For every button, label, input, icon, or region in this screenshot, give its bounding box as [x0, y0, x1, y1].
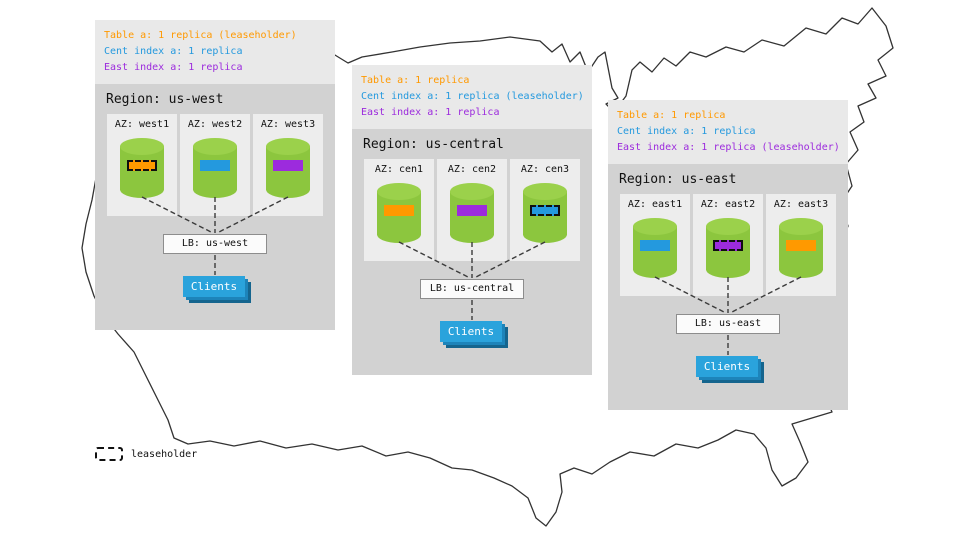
region-panel-us-west: Table a: 1 replica (leaseholder) Cent in… — [95, 20, 335, 330]
az-label: AZ: cen3 — [520, 164, 570, 175]
replica-line-cent-index: Cent index a: 1 replica — [104, 46, 243, 57]
az-row: AZ: cen1 AZ: cen2 — [352, 159, 592, 261]
az-box-west1: AZ: west1 — [107, 114, 177, 216]
replica-bar — [457, 205, 487, 216]
replica-bar — [127, 160, 157, 171]
replica-bar — [384, 205, 414, 216]
cylinder-top — [266, 138, 310, 155]
region-box-us-central: Region: us-central AZ: cen1 AZ: cen2 — [352, 129, 592, 375]
region-title: Region: us-east — [619, 172, 737, 187]
leaseholder-swatch-icon — [95, 447, 123, 461]
az-box-cen3: AZ: cen3 — [510, 159, 580, 261]
cylinder-top — [706, 218, 750, 235]
replica-summary-us-east: Table a: 1 replica Cent index a: 1 repli… — [608, 100, 848, 164]
replica-summary-us-west: Table a: 1 replica (leaseholder) Cent in… — [95, 20, 335, 84]
database-node — [633, 218, 677, 278]
replica-bar — [786, 240, 816, 251]
cylinder-top — [120, 138, 164, 155]
az-label: AZ: cen2 — [447, 164, 497, 175]
replica-bar — [200, 160, 230, 171]
az-label: AZ: cen1 — [374, 164, 424, 175]
replica-summary-us-central: Table a: 1 replica Cent index a: 1 repli… — [352, 65, 592, 129]
replica-bar — [530, 205, 560, 216]
database-node — [377, 183, 421, 243]
replica-line-table: Table a: 1 replica — [617, 110, 726, 121]
database-node — [523, 183, 567, 243]
region-box-us-west: Region: us-west AZ: west1 AZ: west2 — [95, 84, 335, 330]
az-label: AZ: west2 — [187, 119, 243, 130]
cylinder-top — [193, 138, 237, 155]
cylinder-top — [779, 218, 823, 235]
cylinder-top — [377, 183, 421, 200]
cylinder-top — [523, 183, 567, 200]
replica-line-cent-index: Cent index a: 1 replica (leaseholder) — [361, 91, 584, 102]
load-balancer-us-west: LB: us-west — [163, 234, 267, 254]
az-row: AZ: west1 AZ: west2 — [95, 114, 335, 216]
database-node — [193, 138, 237, 198]
region-panel-us-east: Table a: 1 replica Cent index a: 1 repli… — [608, 100, 848, 410]
az-box-cen1: AZ: cen1 — [364, 159, 434, 261]
region-panel-us-central: Table a: 1 replica Cent index a: 1 repli… — [352, 65, 592, 375]
replica-line-table: Table a: 1 replica — [361, 75, 470, 86]
replica-line-east-index: East index a: 1 replica — [361, 107, 500, 118]
replica-bar — [640, 240, 670, 251]
database-node — [706, 218, 750, 278]
database-node — [779, 218, 823, 278]
az-label: AZ: west1 — [114, 119, 170, 130]
az-label: AZ: east2 — [700, 199, 756, 210]
az-box-east3: AZ: east3 — [766, 194, 836, 296]
legend-label: leaseholder — [131, 448, 198, 460]
clients-box-us-west: Clients — [183, 276, 245, 297]
az-box-west2: AZ: west2 — [180, 114, 250, 216]
database-node — [120, 138, 164, 198]
replica-line-east-index: East index a: 1 replica — [104, 62, 243, 73]
az-box-east2: AZ: east2 — [693, 194, 763, 296]
region-title: Region: us-west — [106, 92, 224, 107]
database-node — [266, 138, 310, 198]
cylinder-top — [633, 218, 677, 235]
az-label: AZ: west3 — [260, 119, 316, 130]
replica-line-east-index: East index a: 1 replica (leaseholder) — [617, 142, 840, 153]
az-box-east1: AZ: east1 — [620, 194, 690, 296]
database-node — [450, 183, 494, 243]
az-box-west3: AZ: west3 — [253, 114, 323, 216]
replica-bar — [713, 240, 743, 251]
clients-box-us-central: Clients — [440, 321, 502, 342]
replica-line-cent-index: Cent index a: 1 replica — [617, 126, 756, 137]
replica-bar — [273, 160, 303, 171]
region-title: Region: us-central — [363, 137, 504, 152]
region-box-us-east: Region: us-east AZ: east1 AZ: east2 — [608, 164, 848, 410]
load-balancer-us-east: LB: us-east — [676, 314, 780, 334]
load-balancer-us-central: LB: us-central — [420, 279, 524, 299]
cylinder-top — [450, 183, 494, 200]
az-label: AZ: east1 — [627, 199, 683, 210]
legend: leaseholder — [95, 447, 197, 461]
clients-box-us-east: Clients — [696, 356, 758, 377]
az-label: AZ: east3 — [773, 199, 829, 210]
az-box-cen2: AZ: cen2 — [437, 159, 507, 261]
replica-line-table: Table a: 1 replica (leaseholder) — [104, 30, 297, 41]
az-row: AZ: east1 AZ: east2 — [608, 194, 848, 296]
